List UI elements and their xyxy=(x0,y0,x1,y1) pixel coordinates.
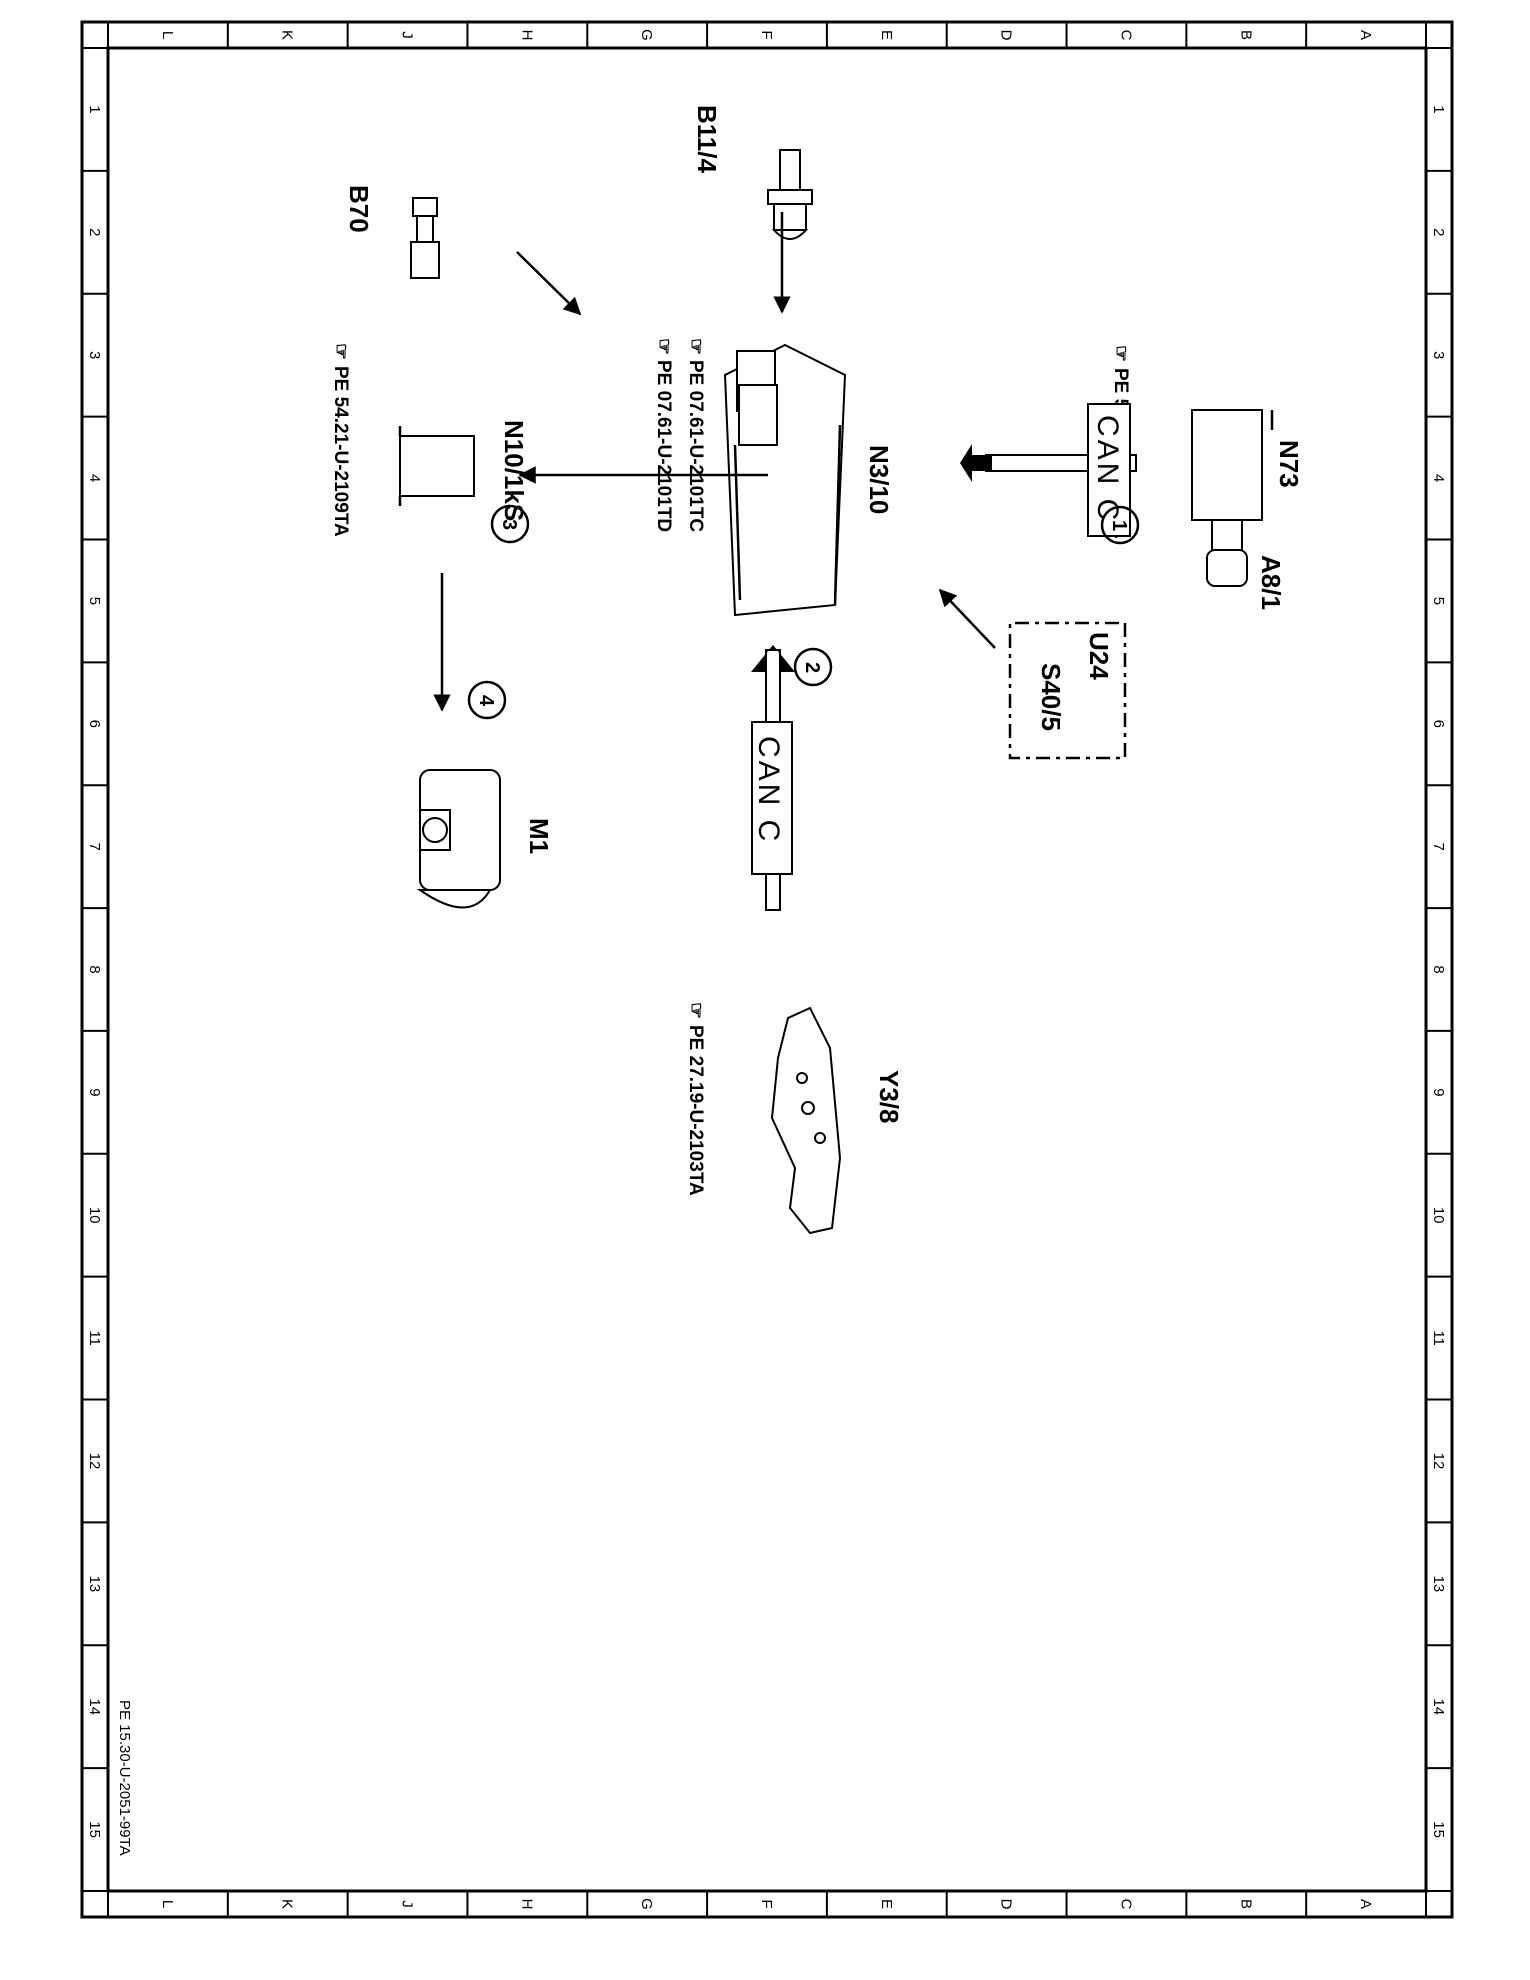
row-number: 15 xyxy=(86,1821,103,1838)
step-3-number: 3 xyxy=(498,519,520,530)
reference-hand-icon: ☞ xyxy=(685,338,706,355)
step-3-circle xyxy=(490,504,530,544)
row-number: 12 xyxy=(1430,1453,1447,1470)
column-letter: D xyxy=(998,1899,1015,1910)
b11-4-sensor xyxy=(767,149,813,240)
step-1-number: 1 xyxy=(1108,520,1130,531)
column-letter: B xyxy=(1237,1899,1254,1909)
row-number: 14 xyxy=(1430,1698,1447,1715)
column-letter: L xyxy=(159,31,176,39)
y3-8-valve-body xyxy=(770,1006,842,1235)
b70-label: B70 xyxy=(344,185,374,233)
row-number: 13 xyxy=(1430,1575,1447,1592)
column-letter: D xyxy=(998,30,1015,41)
row-number: 1 xyxy=(86,105,103,113)
row-number: 4 xyxy=(1430,474,1447,482)
drawing-content: B11/4 B70 N3/10 PE 07.61-U-2101TC PE 07.… xyxy=(330,105,1304,1235)
n3-10-control-unit xyxy=(723,343,847,617)
y3-8-label: Y3/8 xyxy=(874,1070,904,1124)
row-number: 12 xyxy=(86,1453,103,1470)
row-number: 8 xyxy=(1430,965,1447,973)
outer-frame xyxy=(80,20,1454,1919)
column-letter: F xyxy=(758,30,775,39)
m1-starter-motor xyxy=(416,769,501,909)
row-number: 3 xyxy=(1430,351,1447,359)
column-letter: K xyxy=(279,30,296,40)
u24-s40-5-group xyxy=(1008,621,1127,760)
row-number: 14 xyxy=(86,1698,103,1715)
column-letter: H xyxy=(518,1899,535,1910)
n10-1ks-ref: PE 54.21-U-2109TA xyxy=(330,366,351,537)
b70-sensor xyxy=(410,197,440,279)
step-2-circle xyxy=(793,647,833,687)
row-number: 4 xyxy=(86,474,103,482)
row-number: 9 xyxy=(1430,1088,1447,1096)
b11-4-label: B11/4 xyxy=(692,105,722,173)
n3-10-ref-1: PE 07.61-U-2101TC xyxy=(685,360,706,532)
inner-frame xyxy=(106,46,1428,1893)
row-number: 9 xyxy=(86,1088,103,1096)
column-letter: J xyxy=(399,31,416,39)
can-bus-1-label: CAN C xyxy=(1091,415,1124,523)
column-letter: F xyxy=(758,1899,775,1908)
can-bus-1 xyxy=(960,403,1137,537)
row-number: 5 xyxy=(1430,597,1447,605)
reference-hand-icon: ☞ xyxy=(653,338,674,355)
column-letter: B xyxy=(1237,30,1254,40)
row-number: 6 xyxy=(86,720,103,728)
step-4-circle xyxy=(467,680,507,720)
m1-label: M1 xyxy=(524,818,554,854)
row-number: 8 xyxy=(86,965,103,973)
can-bus-2-label: CAN C xyxy=(752,736,785,844)
y3-8-ref: PE 27.19-U-2103TA xyxy=(685,1025,706,1196)
n10-1ks-module xyxy=(398,426,475,506)
n73-ignition-switch xyxy=(1191,409,1274,587)
column-letter: A xyxy=(1357,1899,1374,1909)
reference-hand-icon: ☞ xyxy=(1110,345,1131,362)
column-letter: A xyxy=(1357,30,1374,40)
can-bus-2 xyxy=(751,645,795,911)
column-letter: E xyxy=(878,30,895,40)
row-number: 5 xyxy=(86,597,103,605)
row-number: 15 xyxy=(1430,1821,1447,1838)
column-letter: C xyxy=(1117,30,1134,41)
n3-10-label: N3/10 xyxy=(864,445,894,514)
step-1-circle xyxy=(1100,505,1140,545)
step-4-number: 4 xyxy=(475,695,497,707)
column-letter: G xyxy=(638,29,655,41)
reference-hand-icon: ☞ xyxy=(685,1002,706,1019)
row-number: 10 xyxy=(1430,1207,1447,1224)
u24-label: U24 xyxy=(1084,632,1114,680)
n3-10-ref-2: PE 07.61-U-2101TD xyxy=(653,360,674,532)
row-number: 13 xyxy=(86,1575,103,1592)
frame-grid-ticks xyxy=(82,22,1452,1917)
column-letter: J xyxy=(399,1900,416,1908)
row-number: 11 xyxy=(1430,1330,1447,1346)
n73-label: N73 xyxy=(1274,440,1304,488)
column-letter: G xyxy=(638,1898,655,1910)
arrow-u24-to-n3-10 xyxy=(938,588,996,649)
row-number: 7 xyxy=(86,842,103,850)
row-number: 10 xyxy=(86,1207,103,1224)
step-2-number: 2 xyxy=(801,662,823,673)
reference-hand-icon: ☞ xyxy=(330,343,351,360)
row-number: 6 xyxy=(1430,720,1447,728)
column-letter: C xyxy=(1117,1899,1134,1910)
row-number: 1 xyxy=(1430,105,1447,113)
row-number: 2 xyxy=(1430,228,1447,236)
row-number: 11 xyxy=(86,1330,103,1346)
column-letter: L xyxy=(159,1900,176,1908)
column-letter: H xyxy=(518,30,535,41)
row-number: 7 xyxy=(1430,842,1447,850)
row-number: 3 xyxy=(86,351,103,359)
column-letter: E xyxy=(878,1899,895,1909)
row-number: 2 xyxy=(86,228,103,236)
document-id: PE 15.30-U-2051-99TA xyxy=(116,1700,133,1856)
column-letter: K xyxy=(279,1899,296,1909)
arrow-b70-to-n3-10 xyxy=(516,251,582,316)
s40-5-label-text: S40/5 xyxy=(1036,663,1066,731)
a8-1-label: A8/1 xyxy=(1256,555,1286,610)
